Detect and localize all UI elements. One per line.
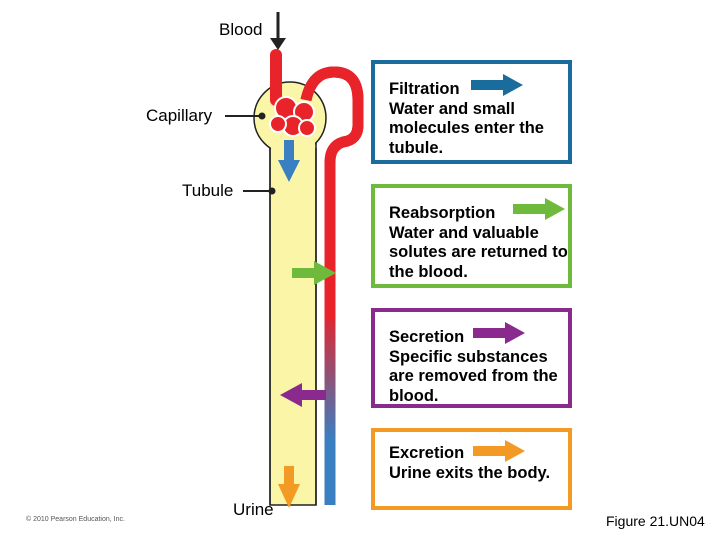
reabsorption-description: Water and valuable solutes are returned … <box>389 223 568 281</box>
secretion-box: Secretion Specific substances are remove… <box>371 308 572 408</box>
reabsorption-title: Reabsorption <box>389 204 496 222</box>
blood-inflow-arrow <box>270 12 286 50</box>
excretion-arrow-icon <box>473 440 525 462</box>
figure-number: Figure 21.UN04 <box>606 513 705 529</box>
tubule-label: Tubule <box>182 181 234 200</box>
label-leaders <box>225 112 276 195</box>
filtration-box: Filtration Water and small molecules ent… <box>371 60 572 164</box>
urine-label: Urine <box>233 500 274 519</box>
excretion-box: Excretion Urine exits the body. <box>371 428 572 510</box>
excretion-description: Urine exits the body. <box>389 463 551 482</box>
filtration-arrow-icon <box>471 74 523 96</box>
copyright-notice: © 2010 Pearson Education, Inc. <box>26 516 125 523</box>
secretion-title: Secretion <box>389 328 465 346</box>
capillary-label: Capillary <box>146 106 213 125</box>
secretion-description: Specific substances are removed from the… <box>389 347 558 405</box>
secretion-flow-arrow <box>280 383 326 407</box>
filtration-flow-arrow <box>278 140 300 182</box>
filtration-description: Water and small molecules enter the tubu… <box>389 99 544 157</box>
filtration-title: Filtration <box>389 80 460 98</box>
reabsorption-flow-arrow <box>292 261 336 285</box>
urine-outflow-arrow <box>278 466 300 508</box>
secretion-arrow-icon <box>473 322 525 344</box>
excretion-title: Excretion <box>389 444 465 462</box>
glomerulus-capillaries <box>269 96 316 137</box>
blood-label: Blood <box>219 20 263 39</box>
reabsorption-arrow-icon <box>513 198 565 220</box>
reabsorption-box: Reabsorption Water and valuable solutes … <box>371 184 572 288</box>
